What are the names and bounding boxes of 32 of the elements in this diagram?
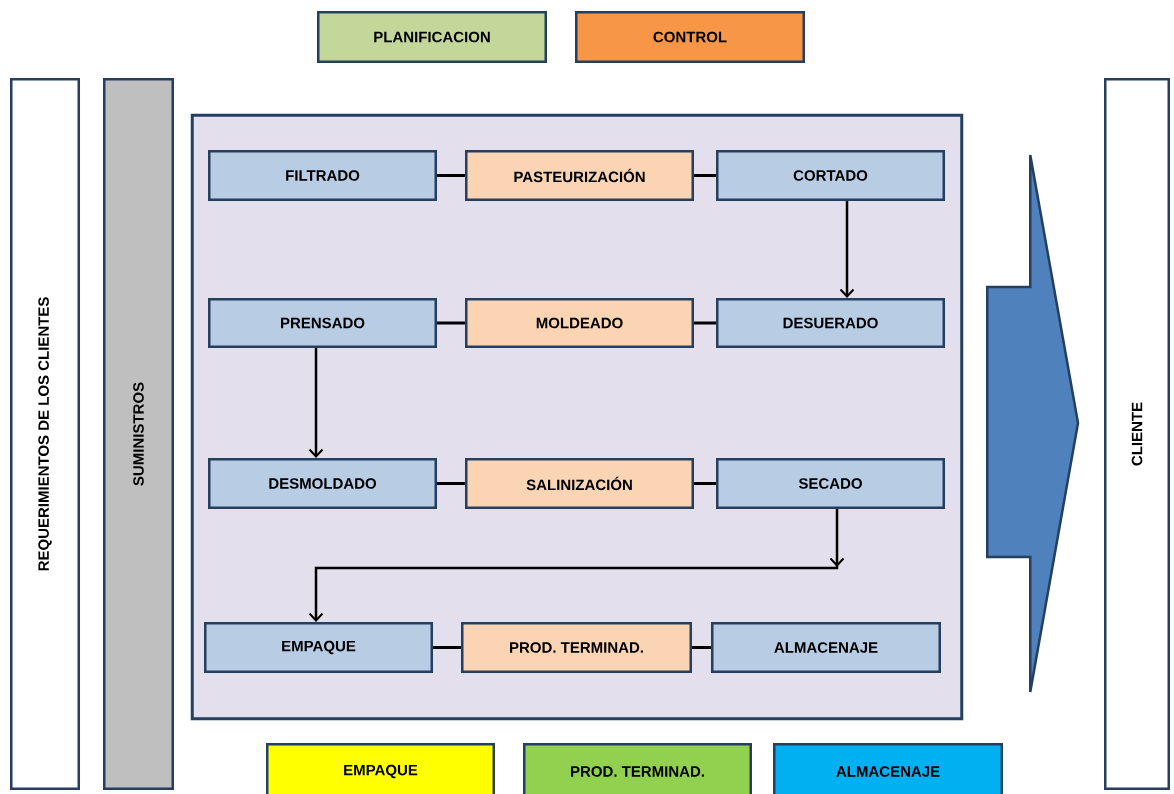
legend-box: PROD. TERMINAD. xyxy=(523,743,752,794)
process-box: EMPAQUE xyxy=(204,622,433,673)
connector-line xyxy=(433,646,461,649)
process-box: PASTEURIZACIÓN xyxy=(465,150,694,201)
connector-line xyxy=(694,174,716,177)
block-arrow xyxy=(986,153,1080,694)
connector-line xyxy=(694,321,716,325)
process-box: CORTADO xyxy=(716,150,945,201)
connector-line xyxy=(437,174,465,177)
arrow xyxy=(308,348,324,458)
arrow xyxy=(839,201,855,298)
control-box: CONTROL xyxy=(575,11,805,63)
requirements-band: REQUERIMIENTOS DE LOS CLIENTES xyxy=(10,78,80,790)
connector-line xyxy=(437,482,465,485)
client-band: CLIENTE xyxy=(1104,78,1170,790)
supplies-band: SUMINISTROS xyxy=(103,78,174,790)
process-box: ALMACENAJE xyxy=(711,622,941,673)
connector-line xyxy=(692,646,711,649)
process-box: DESMOLDADO xyxy=(208,458,437,509)
process-box: DESUERADO xyxy=(716,298,945,348)
legend-box: ALMACENAJE xyxy=(773,743,1003,794)
process-box: PRENSADO xyxy=(208,298,437,348)
process-box: PROD. TERMINAD. xyxy=(461,622,692,673)
connector-line xyxy=(694,482,716,485)
arrow xyxy=(308,509,845,622)
planning-box: PLANIFICACION xyxy=(317,11,547,63)
process-box: SALINIZACIÓN xyxy=(465,458,694,509)
process-box: SECADO xyxy=(716,458,945,509)
legend-box: EMPAQUE xyxy=(266,743,495,794)
process-box: FILTRADO xyxy=(208,150,437,201)
connector-line xyxy=(437,321,465,325)
process-box: MOLDEADO xyxy=(465,298,694,348)
